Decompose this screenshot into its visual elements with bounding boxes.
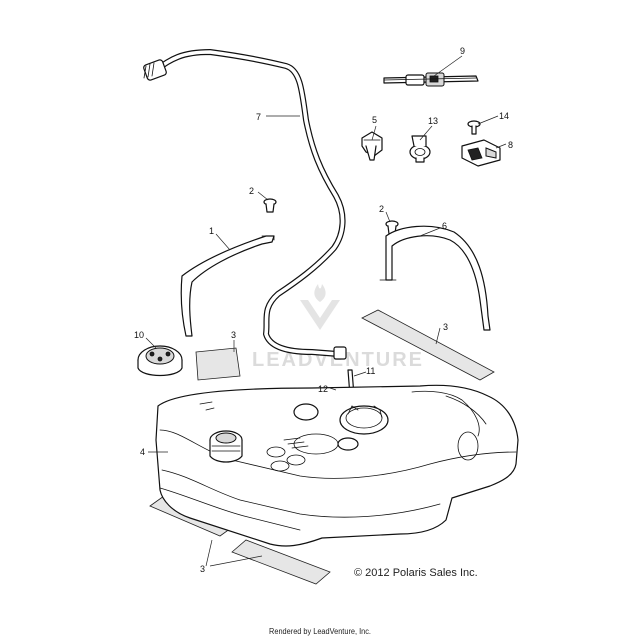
callout-6: 6: [442, 221, 447, 231]
fuel-cap[interactable]: [137, 345, 183, 377]
callout-13: 13: [428, 116, 438, 126]
callout-labels: 9 7 5 13 14 8 2 2 1 6 10 3 3 11 12 4 3: [134, 46, 513, 574]
rendered-by-footer: Rendered by LeadVenture, Inc.: [269, 627, 371, 636]
clip-8[interactable]: [461, 139, 501, 167]
callout-2-right: 2: [379, 204, 384, 214]
pad-3-left[interactable]: [195, 347, 241, 381]
callout-2-left: 2: [249, 186, 254, 196]
copyright-notice: © 2012 Polaris Sales Inc.: [354, 567, 478, 579]
clamp-13[interactable]: [409, 135, 431, 163]
callout-14: 14: [499, 111, 509, 121]
callout-9: 9: [460, 46, 465, 56]
callout-4: 4: [140, 447, 145, 457]
callout-3-right: 3: [443, 322, 448, 332]
clip-5[interactable]: [361, 131, 383, 161]
callout-8: 8: [508, 140, 513, 150]
leader-lines: [145, 55, 507, 567]
screw-14[interactable]: [467, 120, 481, 135]
callout-3-left: 3: [231, 330, 236, 340]
callout-5: 5: [372, 115, 377, 125]
callout-10: 10: [134, 330, 144, 340]
callout-3-bottom: 3: [200, 564, 205, 574]
fuel-tank[interactable]: [155, 384, 519, 547]
callout-12: 12: [318, 384, 328, 394]
callout-11: 11: [366, 366, 375, 376]
wire-tie[interactable]: [383, 72, 479, 87]
push-rivet-left[interactable]: [263, 198, 277, 213]
callout-7: 7: [256, 112, 261, 122]
pad-3-bottom-b[interactable]: [231, 539, 331, 585]
callout-1: 1: [209, 226, 214, 236]
watermark-text: LEADVENTURE: [252, 349, 424, 371]
leadventure-watermark: LEADVENTURE: [252, 284, 424, 371]
strap-1[interactable]: [180, 235, 275, 337]
strap-6[interactable]: [379, 225, 491, 331]
vent-hose[interactable]: [143, 49, 347, 360]
pad-3-right[interactable]: [361, 309, 495, 381]
